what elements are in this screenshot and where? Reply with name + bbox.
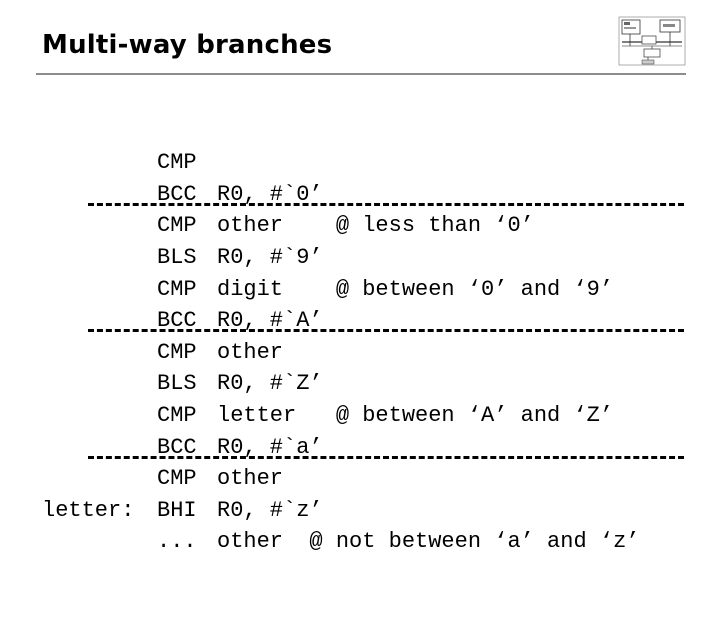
code-operands: R0, #`a’ bbox=[217, 434, 323, 460]
section-divider-dashed bbox=[88, 329, 684, 333]
code-label: letter: bbox=[42, 497, 135, 523]
code-operands: R0, #`A’ bbox=[217, 308, 323, 334]
code-operands: digit @ between ‘0’ and ‘9’ bbox=[217, 276, 614, 302]
code-line: BCC other bbox=[0, 368, 720, 492]
code-line: BHI other @ not between ‘a’ and ‘z’ bbox=[0, 432, 720, 554]
code-opcode: CMP bbox=[157, 150, 197, 176]
code-line: CMP R0, #`0’ bbox=[0, 84, 720, 207]
code-line: CMP R0, #`A’ bbox=[0, 210, 720, 334]
code-line: CMP R0, #`z’ bbox=[0, 400, 720, 523]
code-operands: R0, #`z’ bbox=[217, 497, 323, 523]
code-opcode: ... bbox=[157, 529, 197, 555]
code-opcode: CMP bbox=[157, 402, 197, 428]
code-line: CMP R0, #`9’ bbox=[0, 147, 720, 270]
code-operands: letter @ between ‘A’ and ‘Z’ bbox=[217, 402, 614, 428]
code-opcode: BCC bbox=[157, 434, 197, 460]
code-opcode: BHI bbox=[157, 497, 197, 523]
code-line: BLS letter @ between ‘A’ and ‘Z’ bbox=[0, 305, 720, 428]
code-opcode: BCC bbox=[157, 181, 197, 207]
code-line: BCC other @ less than ‘0’ bbox=[0, 116, 720, 239]
code-line: CMP R0, #`a’ bbox=[0, 337, 720, 460]
title-divider bbox=[36, 73, 686, 75]
code-operands: other @ not between ‘a’ and ‘z’ bbox=[217, 529, 640, 555]
code-opcode: CMP bbox=[157, 339, 197, 365]
code-opcode: BLS bbox=[157, 371, 197, 397]
code-opcode: CMP bbox=[157, 466, 197, 492]
assembly-code-block: CMP R0, #`0’ BCC other @ less than ‘0’ C… bbox=[0, 84, 720, 555]
section-divider-dashed bbox=[88, 455, 684, 459]
code-line: BCC other bbox=[0, 242, 720, 365]
section-divider-dashed bbox=[88, 202, 684, 206]
code-line: letter: ... bbox=[0, 463, 720, 555]
code-opcode: CMP bbox=[157, 276, 197, 302]
code-opcode: CMP bbox=[157, 213, 197, 239]
code-operands: R0, #`Z’ bbox=[217, 371, 323, 397]
code-opcode: BCC bbox=[157, 308, 197, 334]
code-line: BLS digit @ between ‘0’ and ‘9’ bbox=[0, 179, 720, 302]
code-operands: other bbox=[217, 466, 284, 492]
code-operands: other bbox=[217, 339, 284, 365]
code-operands: R0, #`0’ bbox=[217, 181, 323, 207]
code-line: CMP R0, #`Z’ bbox=[0, 274, 720, 397]
code-operands: other @ less than ‘0’ bbox=[217, 213, 534, 239]
code-opcode: BLS bbox=[157, 244, 197, 270]
code-operands: R0, #`9’ bbox=[217, 244, 323, 270]
course-logo-diagram-icon bbox=[618, 16, 686, 66]
slide-title: Multi-way branches bbox=[42, 30, 333, 60]
